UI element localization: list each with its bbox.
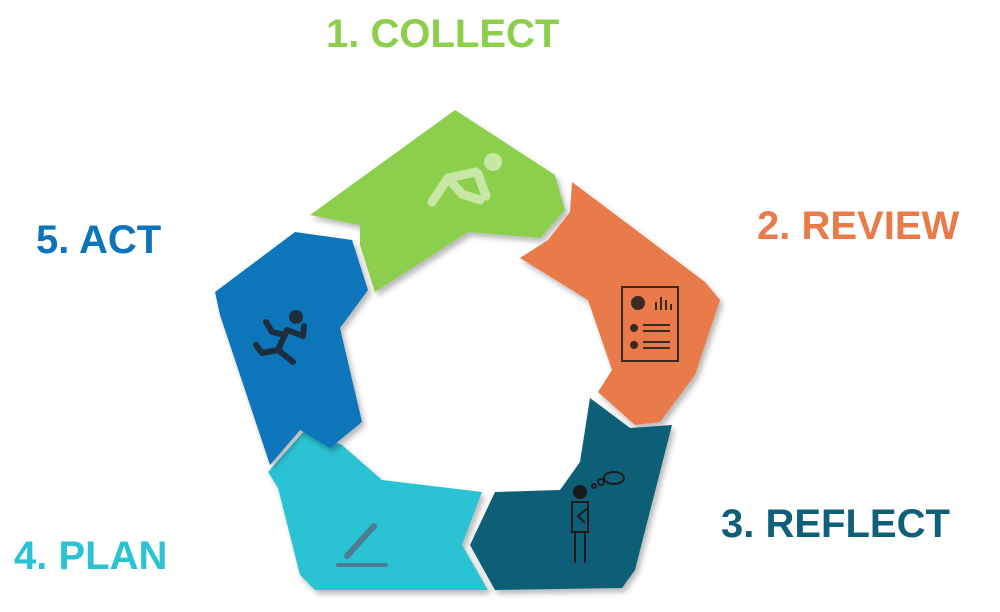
label-act: 5. ACT bbox=[36, 218, 162, 262]
segment-reflect bbox=[470, 398, 672, 590]
segment-plan bbox=[268, 430, 488, 590]
segment-review-shape bbox=[520, 182, 720, 425]
label-plan: 4. PLAN bbox=[14, 534, 168, 578]
pen-writing-icon bbox=[336, 523, 388, 567]
segment-reflect-shape bbox=[470, 398, 672, 590]
segment-review bbox=[520, 182, 720, 425]
segment-plan-shape bbox=[268, 430, 488, 590]
running-person-icon bbox=[253, 310, 307, 365]
label-collect: 1. COLLECT bbox=[326, 12, 560, 56]
label-reflect: 3. REFLECT bbox=[721, 502, 950, 546]
label-review: 2. REVIEW bbox=[757, 204, 960, 248]
segment-collect bbox=[310, 110, 565, 292]
segment-act bbox=[215, 232, 368, 465]
thinking-person-icon bbox=[571, 471, 625, 563]
segment-act-shape bbox=[215, 232, 368, 465]
crouching-runner-icon bbox=[427, 153, 502, 207]
report-chart-icon bbox=[621, 286, 679, 362]
